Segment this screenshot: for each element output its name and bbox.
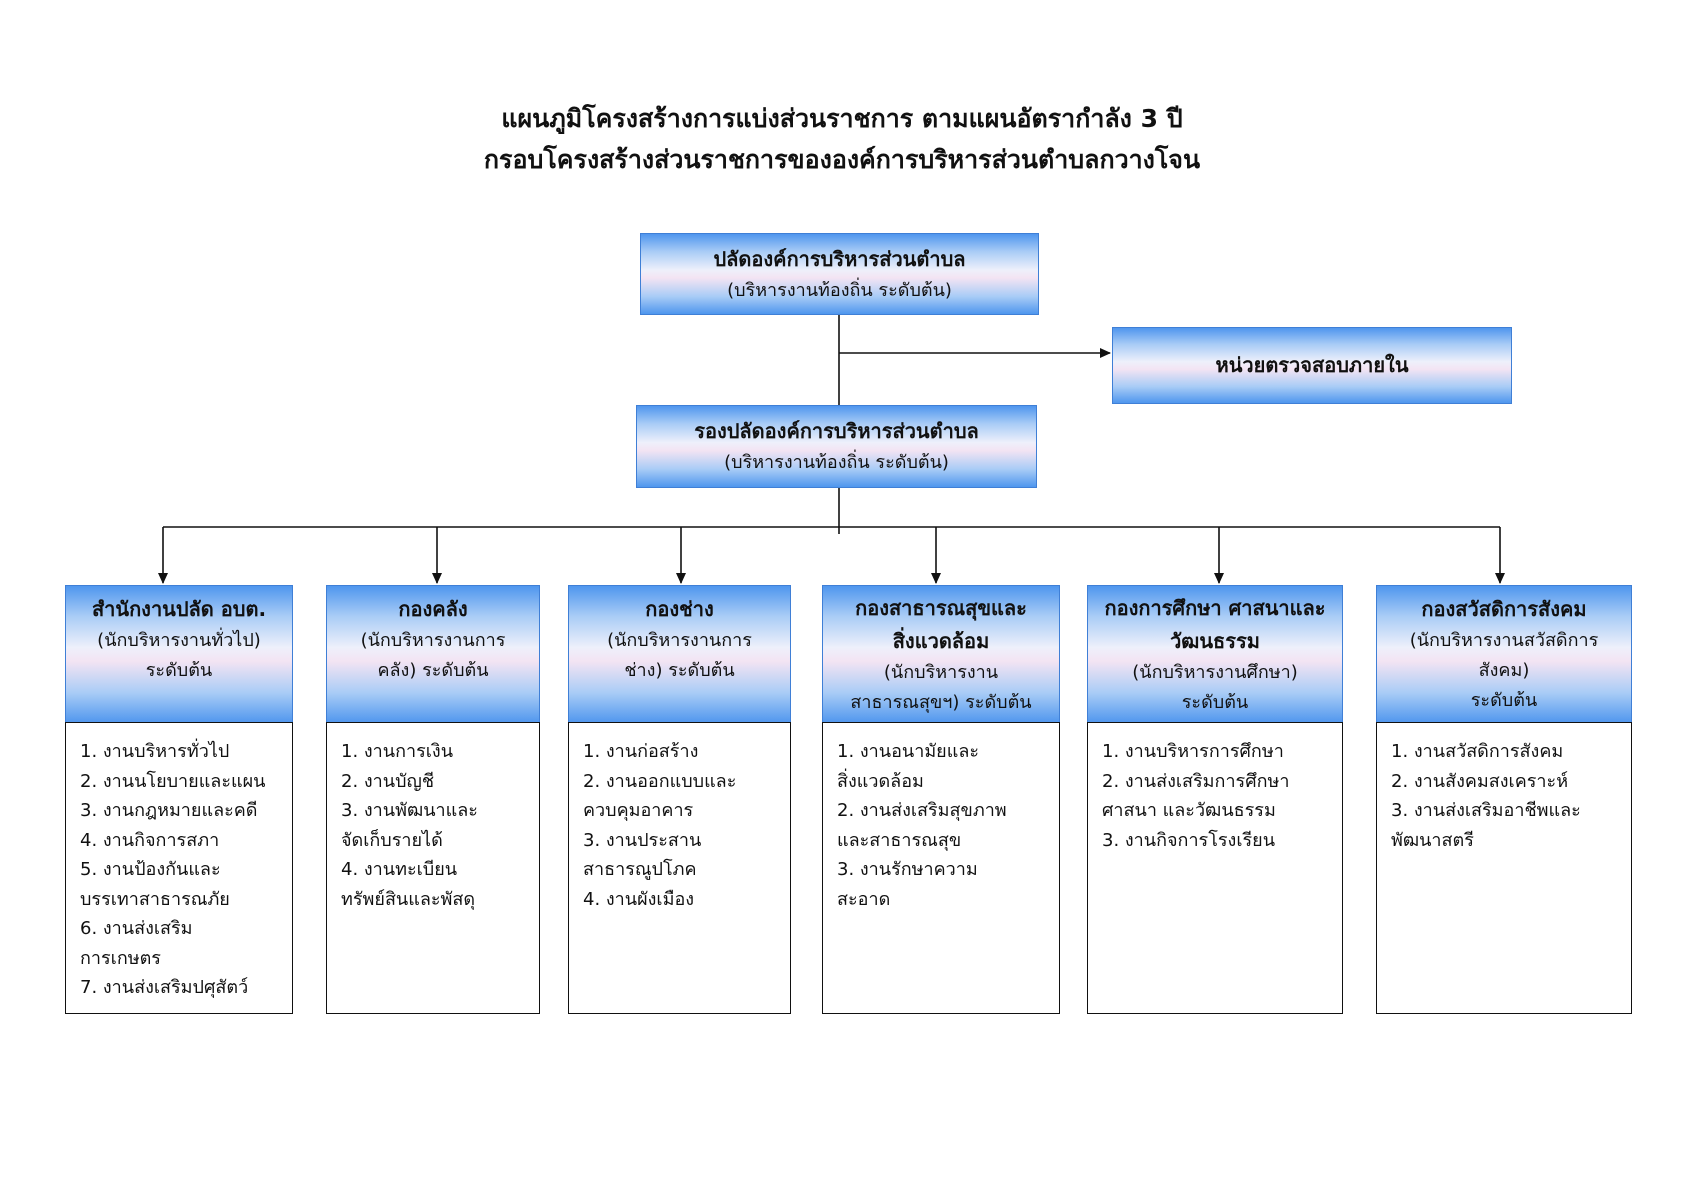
task-item: จัดเก็บรายได้ <box>341 829 443 851</box>
chart-title-line1: แผนภูมิโครงสร้างการแบ่งส่วนราชการ ตามแผน… <box>501 104 1183 133</box>
task-item: 3. งานกฎหมายและคดี <box>80 800 258 821</box>
department-tasks-2: 1. งานการเงิน 2. งานบัญชี 3. งานพัฒนาและ… <box>326 722 540 1014</box>
task-item: สะอาด <box>837 888 891 910</box>
department-position: (นักบริหารงานทั่วไป) <box>97 630 261 651</box>
department-tasks-4: 1. งานอนามัยและ สิ่งแวดล้อม 2. งานส่งเสร… <box>822 722 1060 1014</box>
department-position: (นักบริหารงาน <box>883 662 999 683</box>
task-item: 2. งานสังคมสงเคราะห์ <box>1391 770 1569 792</box>
department-header-5: กองการศึกษา ศาสนาและ วัฒนธรรม (นักบริหาร… <box>1087 585 1343 724</box>
department-level: สาธารณสุขฯ) ระดับต้น <box>850 692 1032 713</box>
department-name: กองคลัง <box>398 597 468 621</box>
task-item: 4. งานผังเมือง <box>583 888 695 910</box>
task-item: 2. งานส่งเสริมสุขภาพ <box>837 800 1007 821</box>
task-item: 1. งานบริหารการศึกษา <box>1102 741 1284 762</box>
department-name: กองสาธารณสุขและ <box>855 596 1027 620</box>
task-item: 4. งานทะเบียน <box>341 859 458 880</box>
department-header-4: กองสาธารณสุขและ สิ่งแวดล้อม (นักบริหารงา… <box>822 585 1060 724</box>
task-item: 7. งานส่งเสริมปศุสัตว์ <box>80 977 249 998</box>
task-item: 1. งานบริหารทั่วไป <box>80 741 230 762</box>
task-item: พัฒนาสตรี <box>1391 829 1474 851</box>
department-tasks-3: 1. งานก่อสร้าง 2. งานออกแบบและ ควบคุมอาค… <box>568 722 791 1014</box>
department-tasks-5: 1. งานบริหารการศึกษา 2. งานส่งเสริมการศึ… <box>1087 722 1343 1014</box>
task-item: 1. งานการเงิน <box>341 741 454 762</box>
department-level: ระดับต้น <box>1470 690 1538 711</box>
internal-audit-title: หน่วยตรวจสอบภายใน <box>1215 353 1409 377</box>
department-name-line2: สิ่งแวดล้อม <box>892 629 990 653</box>
department-level: ช่าง) ระดับต้น <box>624 660 735 681</box>
department-header-6: กองสวัสดิการสังคม (นักบริหารงานสวัสดิการ… <box>1376 585 1632 724</box>
department-position: (นักบริหารงานสวัสดิการ <box>1409 630 1599 651</box>
task-item: 2. งานนโยบายและแผน <box>80 770 266 792</box>
task-item: 2. งานส่งเสริมการศึกษา <box>1102 770 1290 792</box>
task-item: 3. งานส่งเสริมอาชีพและ <box>1391 800 1581 821</box>
task-item: 3. งานรักษาความ <box>837 859 978 880</box>
department-header-1: สำนักงานปลัด อบต. (นักบริหารงานทั่วไป) ร… <box>65 585 293 724</box>
task-item: การเกษตร <box>80 947 161 969</box>
department-header-2: กองคลัง (นักบริหารงานการ คลัง) ระดับต้น <box>326 585 540 724</box>
deputy-administrator-title: รองปลัดองค์การบริหารส่วนตำบล <box>694 419 979 443</box>
task-item: 1. งานสวัสดิการสังคม <box>1391 741 1564 762</box>
task-item: 6. งานส่งเสริม <box>80 918 193 939</box>
chief-administrator-box: ปลัดองค์การบริหารส่วนตำบล (บริหารงานท้อง… <box>640 233 1039 315</box>
task-item: ทรัพย์สินและพัสดุ <box>341 888 476 910</box>
department-name: กองการศึกษา ศาสนาและ <box>1104 596 1326 620</box>
chief-administrator-level: (บริหารงานท้องถิ่น ระดับต้น) <box>727 280 952 301</box>
department-name: สำนักงานปลัด อบต. <box>91 597 267 621</box>
deputy-administrator-box: รองปลัดองค์การบริหารส่วนตำบล (บริหารงานท… <box>636 405 1037 488</box>
task-item: 5. งานป้องกันและ <box>80 859 221 880</box>
chief-administrator-title: ปลัดองค์การบริหารส่วนตำบล <box>713 247 966 271</box>
department-tasks-1: 1. งานบริหารทั่วไป 2. งานนโยบายและแผน 3.… <box>65 722 293 1014</box>
department-level: คลัง) ระดับต้น <box>377 660 489 681</box>
task-item: และสาธารณสุข <box>837 829 962 851</box>
task-item: 3. งานพัฒนาและ <box>341 800 478 821</box>
department-position: (นักบริหารงานการ <box>360 630 506 651</box>
task-item: 4. งานกิจการสภา <box>80 829 220 851</box>
task-item: สาธารณูปโภค <box>583 859 697 880</box>
department-level: ระดับต้น <box>1181 692 1249 713</box>
department-position: (นักบริหารงานการ <box>607 630 752 651</box>
department-tasks-6: 1. งานสวัสดิการสังคม 2. งานสังคมสงเคราะห… <box>1376 722 1632 1014</box>
department-level: ระดับต้น <box>145 660 213 681</box>
internal-audit-box: หน่วยตรวจสอบภายใน <box>1112 327 1512 404</box>
task-item: บรรเทาสาธารณภัย <box>80 888 230 910</box>
task-item: 2. งานออกแบบและ <box>583 770 737 792</box>
chart-title-line2: กรอบโครงสร้างส่วนราชการขององค์การบริหารส… <box>483 145 1201 174</box>
department-name-line2: วัฒนธรรม <box>1170 629 1260 653</box>
task-item: 3. งานกิจการโรงเรียน <box>1102 829 1276 851</box>
deputy-administrator-level: (บริหารงานท้องถิ่น ระดับต้น) <box>724 452 949 473</box>
task-item: ควบคุมอาคาร <box>583 800 694 821</box>
task-item: ศาสนา และวัฒนธรรม <box>1102 800 1276 821</box>
department-name: กองช่าง <box>645 597 714 621</box>
task-item: 1. งานอนามัยและ <box>837 741 980 762</box>
task-item: สิ่งแวดล้อม <box>837 770 924 792</box>
task-item: 1. งานก่อสร้าง <box>583 741 699 762</box>
department-name: กองสวัสดิการสังคม <box>1421 597 1587 621</box>
department-header-3: กองช่าง (นักบริหารงานการ ช่าง) ระดับต้น <box>568 585 791 724</box>
task-item: 3. งานประสาน <box>583 829 702 851</box>
task-item: 2. งานบัญชี <box>341 770 435 792</box>
department-position-line2: สังคม) <box>1478 660 1530 681</box>
department-position: (นักบริหารงานศึกษา) <box>1132 662 1298 683</box>
